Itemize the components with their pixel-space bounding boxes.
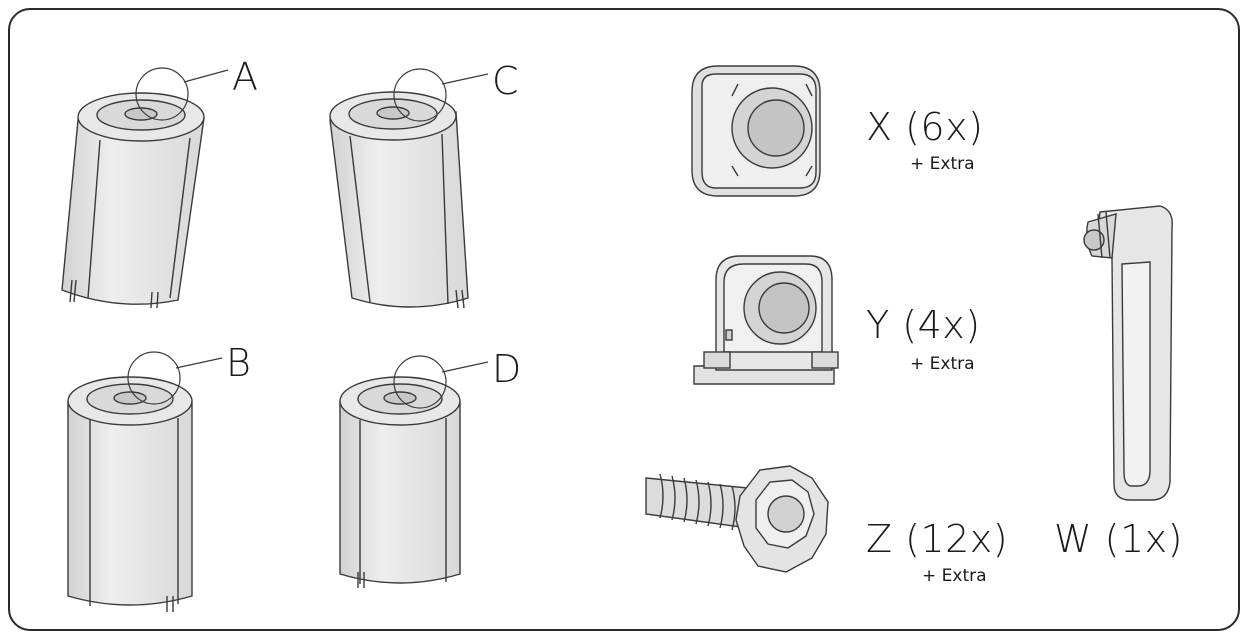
part-x-drawing <box>691 65 821 197</box>
label-part-y-extra: + Extra <box>910 354 975 374</box>
parts-panel-border <box>8 8 1240 631</box>
label-part-y: Y (4x) <box>866 303 981 347</box>
leader-line-a <box>183 69 229 83</box>
label-a: A <box>232 55 258 99</box>
sleeve-c-drawing <box>329 91 469 309</box>
detail-circle-b <box>127 351 181 405</box>
detail-circle-c <box>393 68 447 122</box>
leader-line-c <box>441 73 489 85</box>
part-y-drawing <box>693 255 839 385</box>
label-c: C <box>492 59 519 103</box>
label-part-z-extra: + Extra <box>922 566 987 586</box>
part-w-drawing <box>1083 205 1173 501</box>
part-z-drawing <box>645 465 829 573</box>
sleeve-b-drawing <box>67 376 193 612</box>
label-part-w: W (1x) <box>1054 517 1183 561</box>
leader-line-d <box>441 361 489 373</box>
label-part-x: X (6x) <box>866 105 984 149</box>
label-d: D <box>492 347 522 391</box>
label-b: B <box>226 341 251 385</box>
label-part-x-extra: + Extra <box>910 154 975 174</box>
sleeve-d-drawing <box>339 376 461 588</box>
detail-circle-a <box>135 67 189 121</box>
label-part-z: Z (12x) <box>866 517 1009 561</box>
leader-line-b <box>175 357 223 369</box>
sleeve-a-drawing <box>61 92 205 309</box>
detail-circle-d <box>393 355 447 409</box>
